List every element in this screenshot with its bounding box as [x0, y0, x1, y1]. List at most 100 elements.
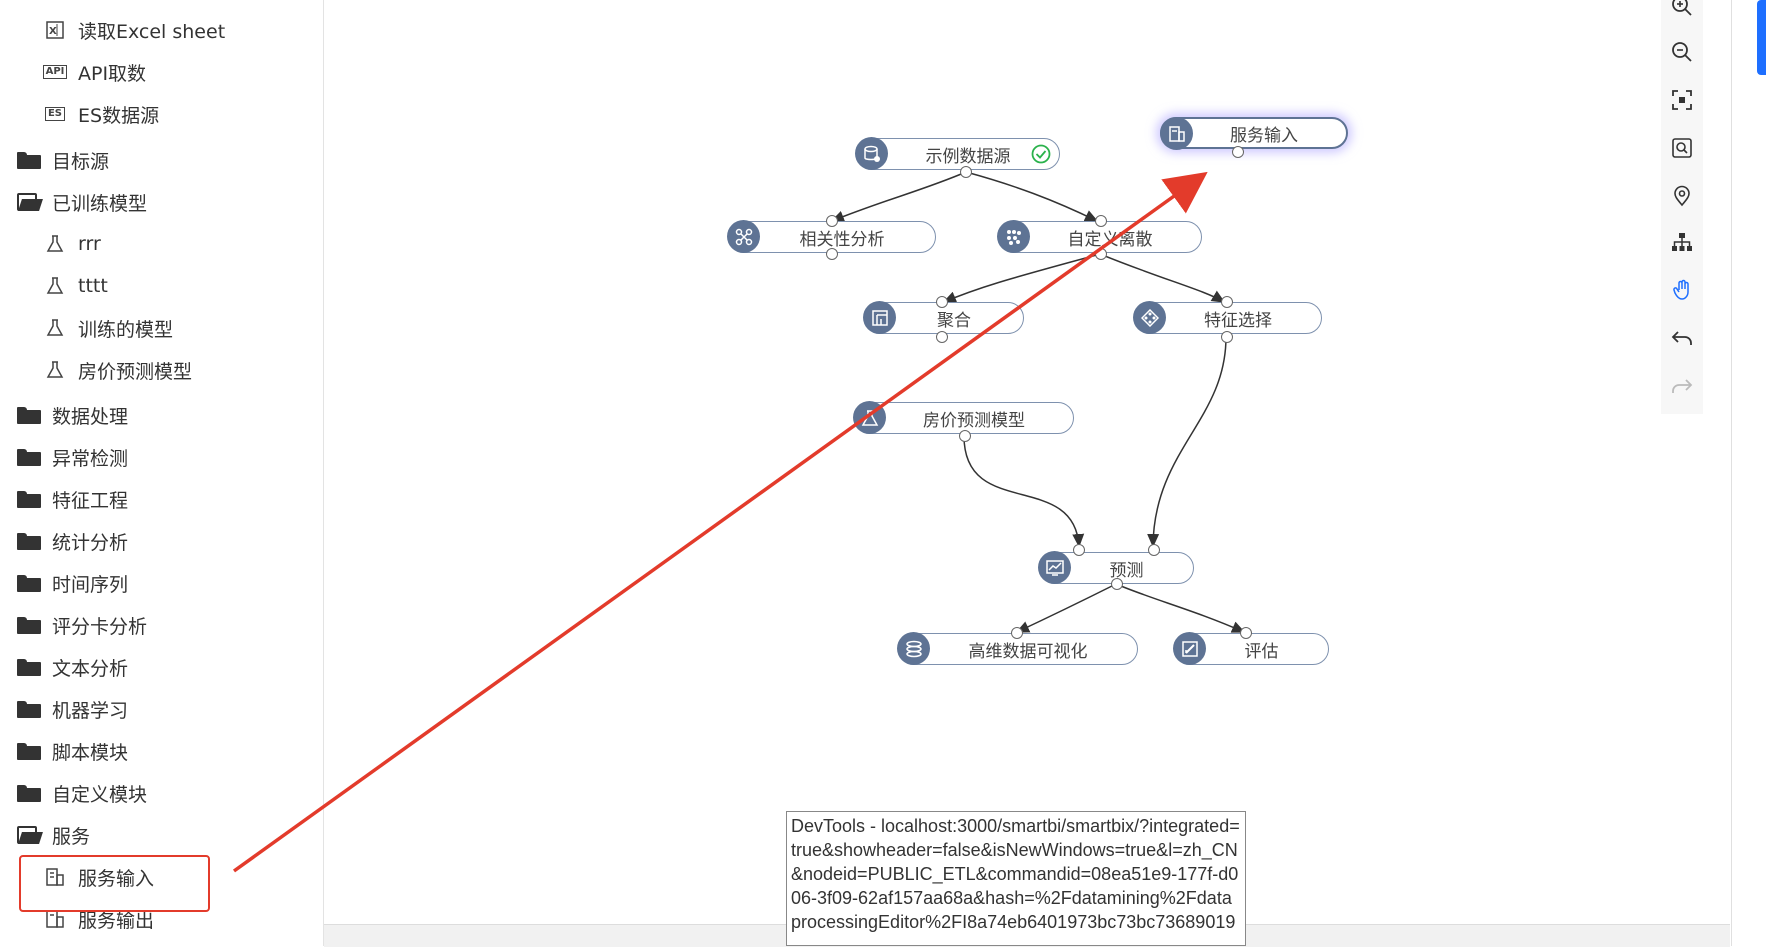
devtools-tooltip: DevTools - localhost:3000/smartbi/smartb… — [786, 811, 1246, 946]
node-port[interactable] — [1221, 296, 1233, 308]
folder-icon — [16, 572, 42, 594]
hand-pan-icon — [1671, 279, 1693, 305]
sidebar-item-10[interactable]: 异常检测 — [16, 441, 128, 473]
flow-node-label: 评估 — [1244, 641, 1279, 662]
sidebar-item-label: 特征工程 — [52, 489, 129, 512]
sidebar-item-label: 服务输出 — [78, 909, 155, 932]
aggregate-icon — [863, 301, 896, 334]
search-zoom-button[interactable] — [1661, 130, 1703, 170]
sidebar-item-12[interactable]: 统计分析 — [16, 525, 128, 557]
node-port[interactable] — [936, 331, 948, 343]
panel-tab[interactable] — [1757, 0, 1766, 75]
folder-icon — [16, 740, 42, 762]
predict-icon — [1038, 551, 1071, 584]
sidebar-item-label: 评分卡分析 — [52, 615, 148, 638]
sidebar-item-16[interactable]: 机器学习 — [16, 693, 128, 725]
folder-open-icon — [16, 191, 42, 213]
sidebar-item-label: ES数据源 — [78, 104, 160, 127]
folder-icon — [16, 446, 42, 468]
sidebar-item-label: 房价预测模型 — [78, 360, 193, 383]
node-port[interactable] — [1095, 248, 1107, 260]
right-side-panel — [1731, 0, 1766, 946]
sidebar-item-14[interactable]: 评分卡分析 — [16, 609, 147, 641]
sidebar-item-17[interactable]: 脚本模块 — [16, 735, 128, 767]
zoom-out-icon — [1671, 41, 1693, 67]
node-port[interactable] — [1232, 146, 1244, 158]
sidebar-item-11[interactable]: 特征工程 — [16, 483, 128, 515]
node-port[interactable] — [1111, 578, 1123, 590]
flow-node-label: 高维数据可视化 — [968, 641, 1088, 662]
sidebar-item-label: 已训练模型 — [52, 192, 148, 215]
sidebar-item-label: 时间序列 — [52, 573, 129, 596]
redo-icon — [1671, 375, 1693, 401]
node-port[interactable] — [1221, 331, 1233, 343]
sidebar-item-label: rrr — [78, 233, 101, 255]
node-port[interactable] — [1240, 627, 1252, 639]
folder-icon — [16, 614, 42, 636]
sidebar-item-3[interactable]: 目标源 — [16, 144, 109, 176]
redo-button[interactable] — [1661, 368, 1703, 408]
sidebar-item-13[interactable]: 时间序列 — [16, 567, 128, 599]
sidebar-item-7[interactable]: 训练的模型 — [42, 312, 173, 344]
service-input-icon — [42, 866, 68, 888]
flask-icon — [42, 317, 68, 339]
sidebar-item-8[interactable]: 房价预测模型 — [42, 354, 192, 386]
node-port[interactable] — [826, 248, 838, 260]
flask-icon — [42, 359, 68, 381]
sidebar-item-0[interactable]: X 读取Excel sheet — [42, 14, 225, 46]
sidebar-item-5[interactable]: rrr — [42, 228, 101, 260]
flow-canvas[interactable]: 示例数据源服务输入相关性分析自定义离散聚合特征选择房价预测模型预测高维数据可视化… — [324, 0, 1730, 946]
zoom-in-icon — [1671, 0, 1693, 21]
sidebar-item-18[interactable]: 自定义模块 — [16, 777, 147, 809]
node-port[interactable] — [960, 166, 972, 178]
flow-node-label: 服务输入 — [1230, 125, 1298, 146]
sidebar-item-label: 数据处理 — [52, 405, 129, 428]
sidebar-item-label: 服务输入 — [78, 867, 155, 890]
locate-button[interactable] — [1661, 178, 1703, 218]
flask-icon — [42, 233, 68, 255]
annotation-highlight-box — [19, 855, 210, 912]
sidebar-item-label: 文本分析 — [52, 657, 129, 680]
node-port[interactable] — [1073, 544, 1085, 556]
flow-node-eval[interactable]: 评估 — [1173, 632, 1329, 665]
feature-select-icon — [1133, 301, 1166, 334]
hand-pan-button[interactable] — [1661, 272, 1703, 312]
node-port[interactable] — [1011, 627, 1023, 639]
search-zoom-icon — [1671, 137, 1693, 163]
zoom-in-button[interactable] — [1661, 0, 1703, 28]
sidebar-item-label: 自定义模块 — [52, 783, 148, 806]
sidebar-item-15[interactable]: 文本分析 — [16, 651, 128, 683]
sidebar-item-20[interactable]: 服务输入 — [42, 861, 154, 893]
node-port[interactable] — [1095, 215, 1107, 227]
folder-icon — [16, 698, 42, 720]
service-input-icon — [1160, 117, 1193, 150]
sidebar-item-9[interactable]: 数据处理 — [16, 399, 128, 431]
layout-tree-button[interactable] — [1661, 224, 1703, 264]
folder-open-icon — [16, 824, 42, 846]
flow-node-sample[interactable]: 示例数据源 — [855, 137, 1060, 170]
sidebar-item-19[interactable]: 服务 — [16, 819, 90, 851]
discretize-icon — [997, 220, 1030, 253]
flow-node-service_in[interactable]: 服务输入 — [1160, 117, 1348, 150]
sidebar-item-21[interactable]: 服务输出 — [42, 903, 154, 935]
node-port[interactable] — [959, 430, 971, 442]
sidebar-item-label: 脚本模块 — [52, 741, 129, 764]
excel-icon: X — [42, 19, 68, 41]
flask-icon — [42, 275, 68, 297]
node-port[interactable] — [826, 215, 838, 227]
locate-icon — [1671, 185, 1693, 211]
undo-button[interactable] — [1661, 320, 1703, 360]
edge-custom-feat — [1099, 253, 1226, 303]
node-port[interactable] — [1148, 544, 1160, 556]
fit-view-button[interactable] — [1661, 82, 1703, 122]
zoom-out-button[interactable] — [1661, 34, 1703, 74]
folder-icon — [16, 404, 42, 426]
sidebar-item-6[interactable]: tttt — [42, 270, 108, 302]
edge-feat-predict — [1147, 336, 1227, 548]
sidebar-item-label: 读取Excel sheet — [78, 20, 226, 43]
node-port[interactable] — [936, 296, 948, 308]
sidebar-item-4[interactable]: 已训练模型 — [16, 186, 147, 218]
layout-tree-icon — [1671, 231, 1693, 257]
